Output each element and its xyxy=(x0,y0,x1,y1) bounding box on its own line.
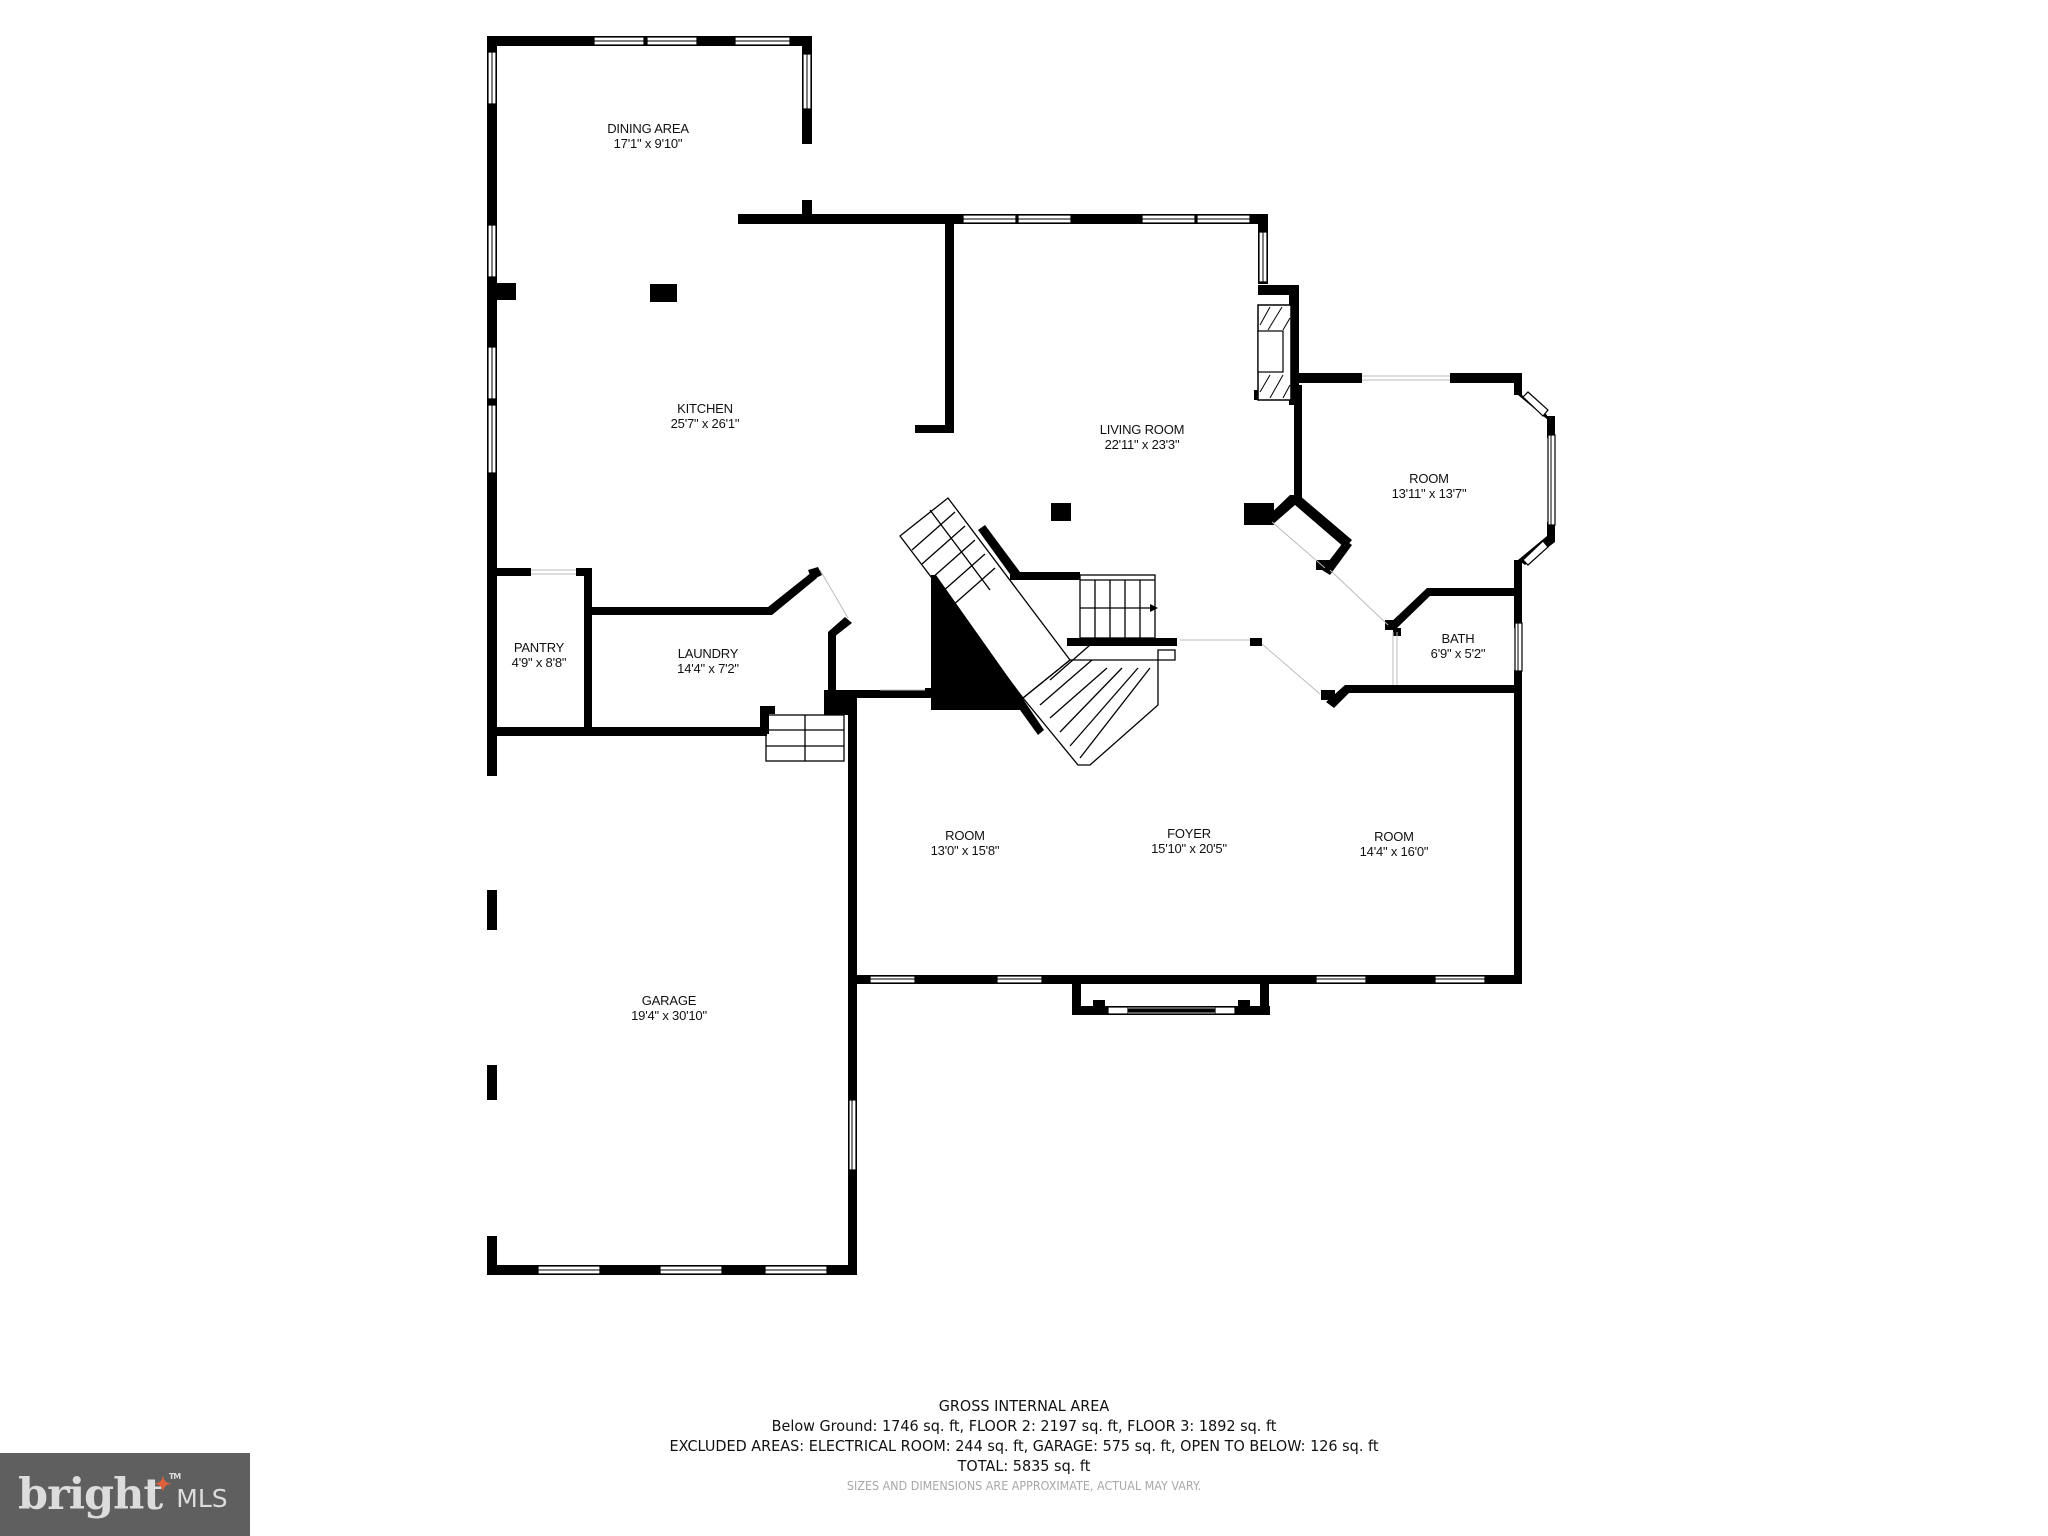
logo-brand: bright ✦ TM xyxy=(18,1469,181,1520)
area-excluded: EXCLUDED AREAS: ELECTRICAL ROOM: 244 sq.… xyxy=(669,1437,1379,1455)
room-label-garage: GARAGE 19'4" x 30'10" xyxy=(631,993,707,1023)
gross-internal-area-summary: GROSS INTERNAL AREA Below Ground: 1746 s… xyxy=(72,1396,1977,1496)
area-floors: Below Ground: 1746 sq. ft, FLOOR 2: 2197… xyxy=(771,1417,1277,1435)
room-name: ROOM xyxy=(1409,471,1449,486)
room-name: FOYER xyxy=(1167,826,1211,841)
trademark-mark: TM xyxy=(168,1471,181,1481)
room-label-bath: BATH 6'9" x 5'2" xyxy=(1431,631,1486,661)
room-dimensions: 17'1" x 9'10" xyxy=(613,136,683,151)
bright-mls-logo: bright ✦ TM MLS xyxy=(0,1453,250,1536)
room-label-room-east: ROOM 14'4" x 16'0" xyxy=(1360,829,1429,859)
room-name: LIVING ROOM xyxy=(1099,422,1185,437)
room-label-room-northeast: ROOM 13'11" x 13'7" xyxy=(1392,471,1467,501)
fireplace xyxy=(1257,304,1292,401)
room-name: BATH xyxy=(1441,631,1475,646)
room-name: DINING AREA xyxy=(607,121,689,136)
door-openings xyxy=(531,375,1450,1014)
room-dimensions: 13'11" x 13'7" xyxy=(1391,486,1467,501)
room-name: GARAGE xyxy=(641,993,697,1008)
room-label-kitchen: KITCHEN 25'7" x 26'1" xyxy=(671,401,740,431)
area-disclaimer: SIZES AND DIMENSIONS ARE APPROXIMATE, AC… xyxy=(846,1479,1202,1493)
room-dimensions: 22'11" x 23'3" xyxy=(1104,437,1180,452)
room-name: LAUNDRY xyxy=(677,646,739,661)
room-label-room-west: ROOM 13'0" x 15'8" xyxy=(931,828,1000,858)
logo-suffix: MLS xyxy=(176,1484,228,1513)
room-dimensions: 13'0" x 15'8" xyxy=(930,843,1000,858)
room-label-pantry: PANTRY 4'9" x 8'8" xyxy=(512,640,567,670)
spark-icon: ✦ xyxy=(154,1471,171,1496)
room-label-foyer: FOYER 15'10" x 20'5" xyxy=(1151,826,1227,856)
logo-brand-text: bright xyxy=(18,1469,163,1520)
room-name: ROOM xyxy=(1374,829,1414,844)
room-label-living-room: LIVING ROOM 22'11" x 23'3" xyxy=(1099,422,1185,452)
room-name: KITCHEN xyxy=(677,401,733,416)
room-dimensions: 19'4" x 30'10" xyxy=(631,1008,707,1023)
area-title: GROSS INTERNAL AREA xyxy=(938,1397,1110,1415)
room-dimensions: 25'7" x 26'1" xyxy=(670,416,740,431)
room-label-dining-area: DINING AREA 17'1" x 9'10" xyxy=(607,121,689,151)
area-total: TOTAL: 5835 sq. ft xyxy=(957,1457,1091,1475)
room-name: PANTRY xyxy=(513,640,565,655)
room-dimensions: 4'9" x 8'8" xyxy=(511,655,567,670)
main-staircase xyxy=(899,497,1176,766)
windows xyxy=(487,36,1556,1275)
room-dimensions: 14'4" x 7'2" xyxy=(677,661,739,676)
room-dimensions: 14'4" x 16'0" xyxy=(1359,844,1429,859)
room-label-laundry: LAUNDRY 14'4" x 7'2" xyxy=(677,646,739,676)
room-dimensions: 15'10" x 20'5" xyxy=(1151,841,1227,856)
room-dimensions: 6'9" x 5'2" xyxy=(1430,646,1486,661)
room-name: ROOM xyxy=(945,828,985,843)
garage-steps xyxy=(765,714,845,762)
